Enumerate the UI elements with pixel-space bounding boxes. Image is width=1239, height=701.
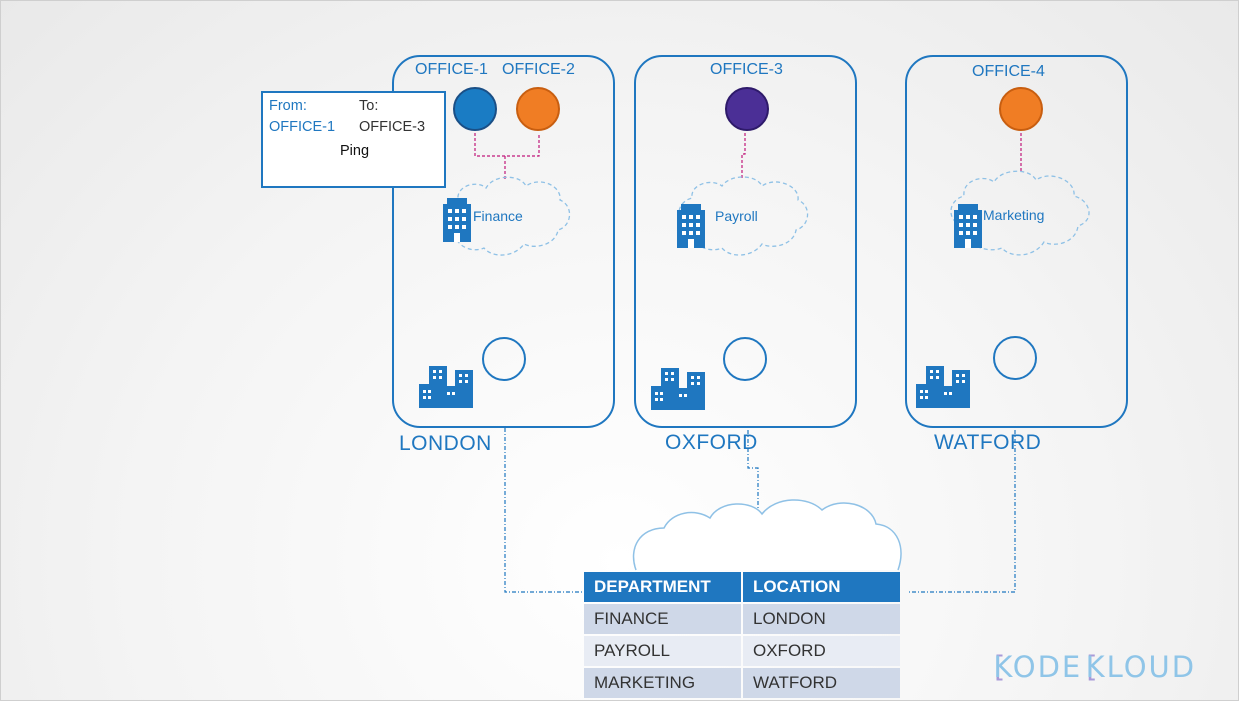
router-node[interactable] <box>993 336 1037 380</box>
table-cell: WATFORD <box>743 668 900 698</box>
table-cell: MARKETING <box>584 668 741 698</box>
site-watford <box>905 55 1128 428</box>
department-location-table: DEPARTMENT LOCATION FINANCE LONDON PAYRO… <box>582 570 902 700</box>
from-label: From: <box>269 98 307 114</box>
office-1-node[interactable] <box>453 87 497 131</box>
table-header-cell: DEPARTMENT <box>584 572 741 602</box>
from-value: OFFICE-1 <box>269 119 336 135</box>
central-cloud <box>632 499 902 571</box>
building-icon <box>677 204 705 248</box>
city-label-london: LONDON <box>399 432 492 455</box>
city-label-oxford: OXFORD <box>665 431 758 454</box>
site-oxford <box>634 55 857 428</box>
table-cell: PAYROLL <box>584 636 741 666</box>
table-header-row: DEPARTMENT LOCATION <box>584 572 900 602</box>
to-label: To: <box>359 98 379 114</box>
department-label: Marketing <box>983 207 1045 223</box>
marketing-cloud <box>950 170 1090 256</box>
table-row: PAYROLL OXFORD <box>584 636 900 666</box>
to-value: OFFICE-3 <box>359 119 426 135</box>
city-icon <box>419 366 473 408</box>
office-label: OFFICE-3 <box>710 61 783 78</box>
office-4-node[interactable] <box>999 87 1043 131</box>
table-header-cell: LOCATION <box>743 572 900 602</box>
ping-message-box: From: To: OFFICE-1 OFFICE-3 Ping <box>261 91 446 188</box>
office-2-node[interactable] <box>516 87 560 131</box>
router-node[interactable] <box>723 337 767 381</box>
site-london <box>392 55 615 428</box>
payroll-cloud <box>678 176 809 256</box>
department-label: Payroll <box>715 208 758 224</box>
router-node[interactable] <box>482 337 526 381</box>
office-3-node[interactable] <box>725 87 769 131</box>
city-icon <box>916 366 970 408</box>
city-label-watford: WATFORD <box>934 431 1042 454</box>
office-label: OFFICE-1 <box>415 61 488 78</box>
building-icon <box>954 204 982 248</box>
office-label: OFFICE-4 <box>972 63 1045 80</box>
kodekloud-logo: [KODE[KLOUD <box>993 650 1197 684</box>
table-cell: LONDON <box>743 604 900 634</box>
table-cell: OXFORD <box>743 636 900 666</box>
building-icon <box>443 198 471 242</box>
table-cell: FINANCE <box>584 604 741 634</box>
office-label: OFFICE-2 <box>502 61 575 78</box>
finance-cloud <box>444 176 571 256</box>
department-label: Finance <box>473 208 523 224</box>
table-row: FINANCE LONDON <box>584 604 900 634</box>
ping-label: Ping <box>340 143 370 159</box>
table-row: MARKETING WATFORD <box>584 668 900 698</box>
